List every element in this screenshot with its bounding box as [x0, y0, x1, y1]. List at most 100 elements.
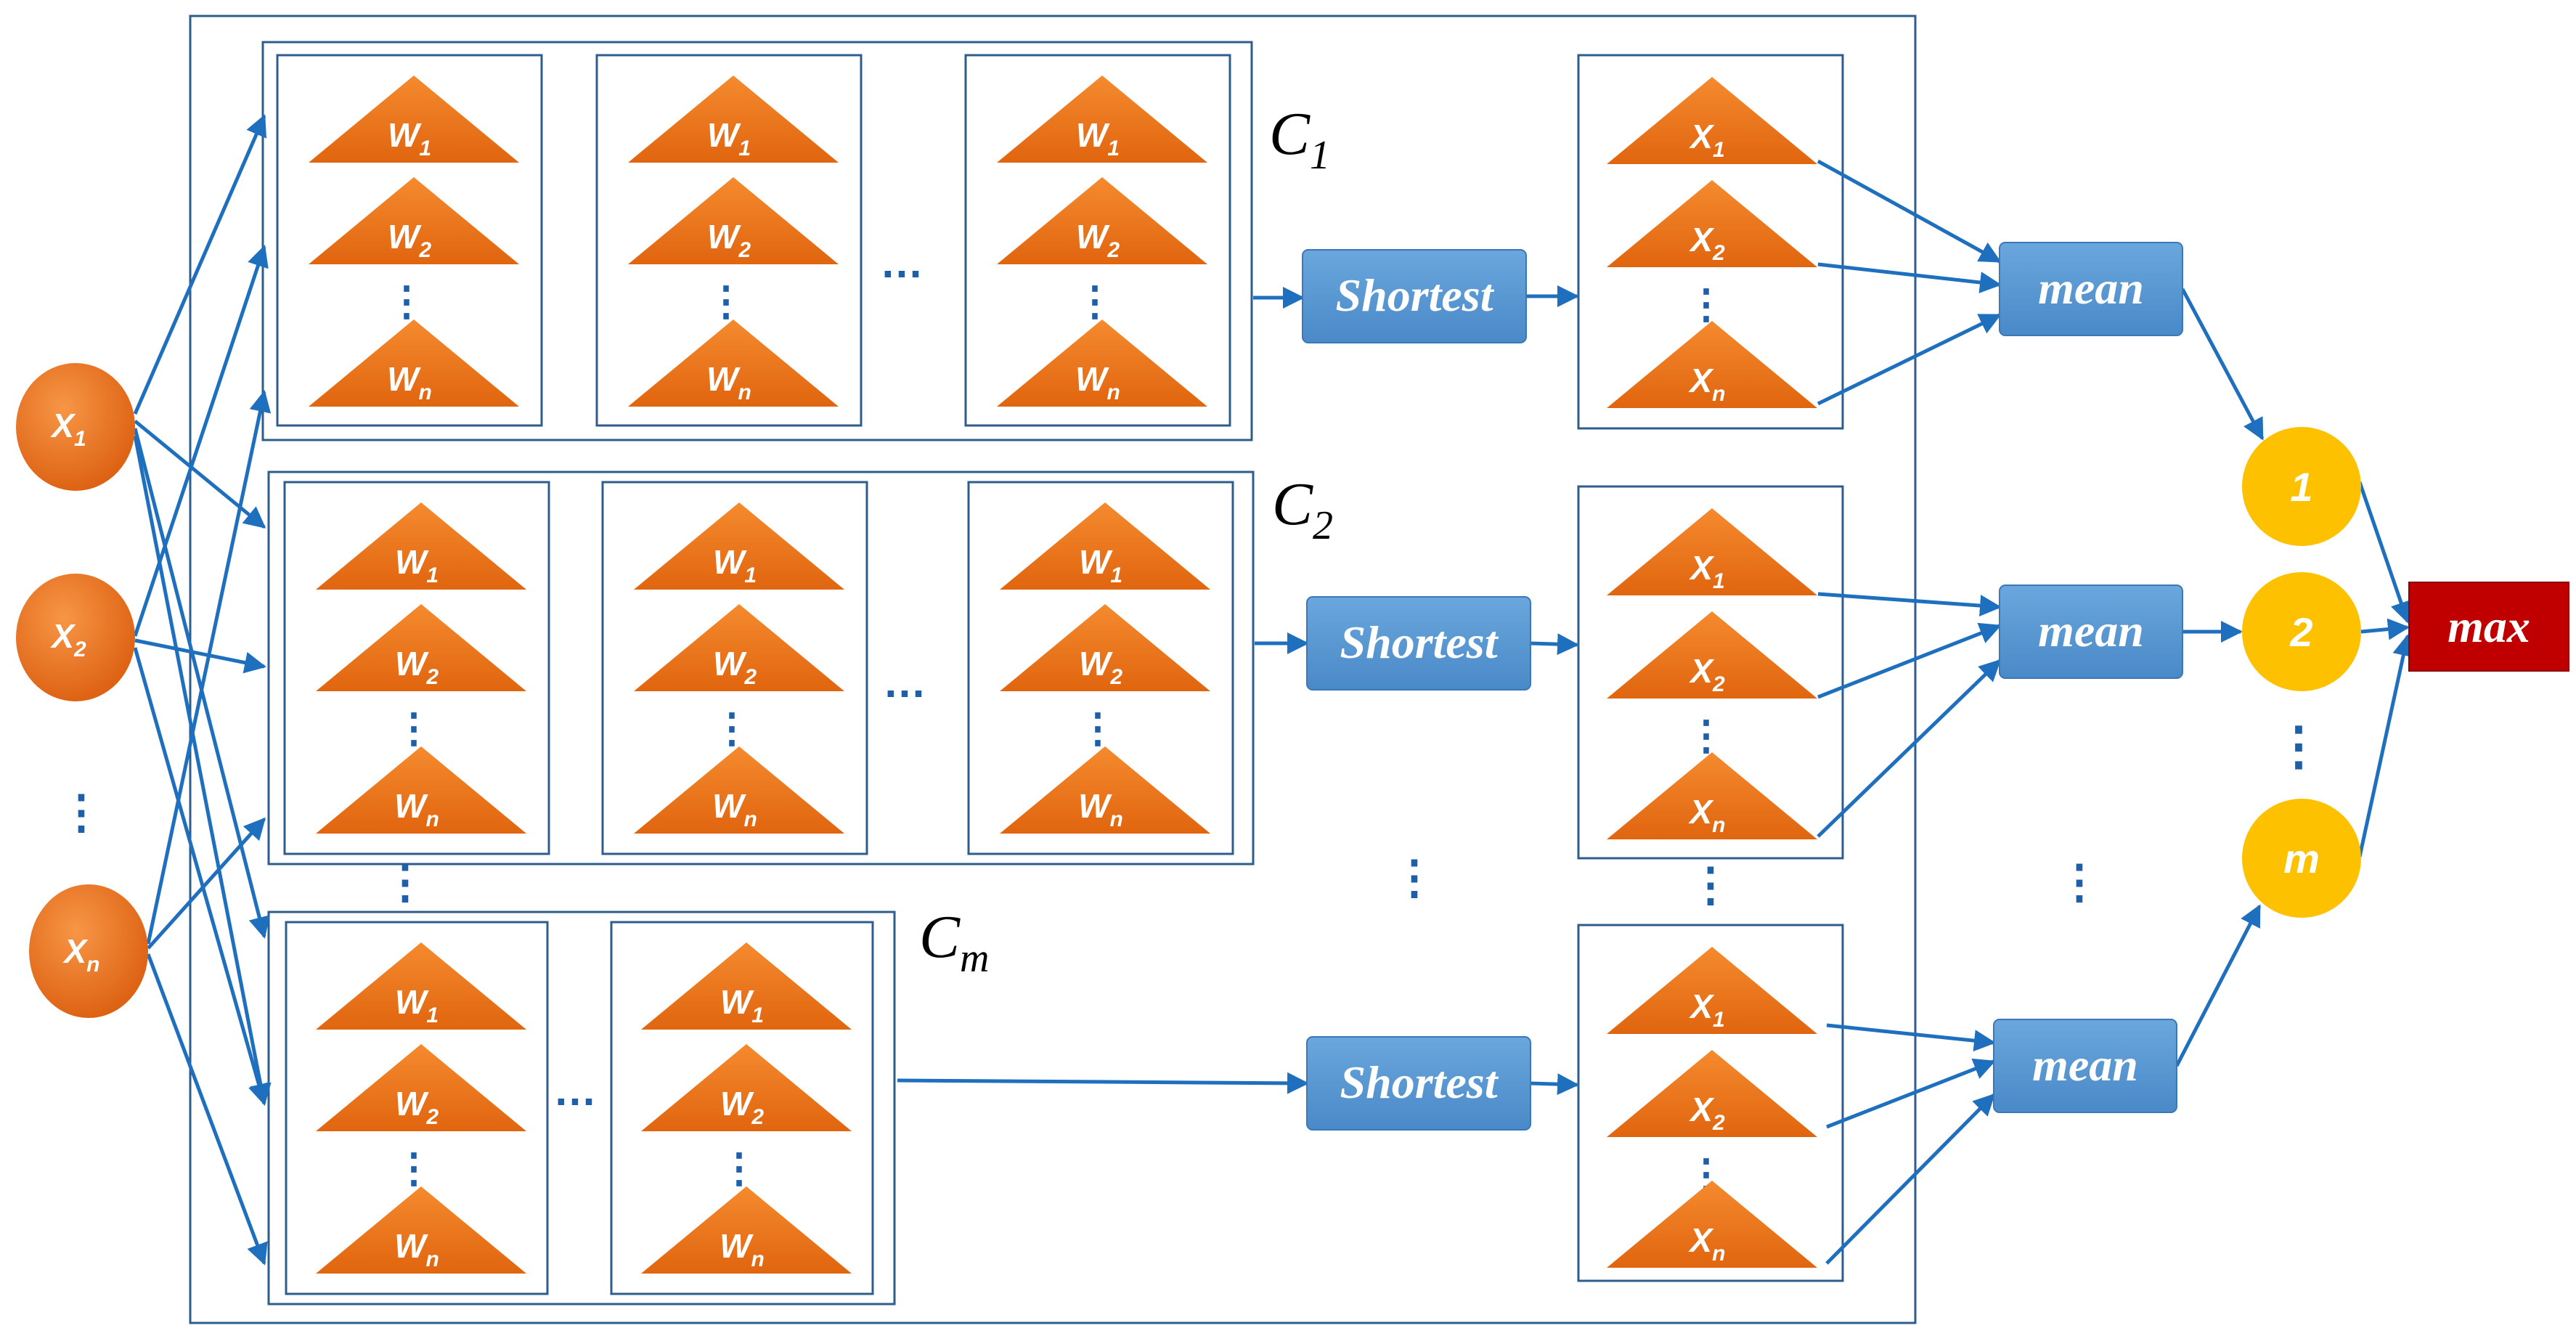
- svg-text:W1: W1: [1079, 543, 1122, 587]
- feature-tree-x1: X1: [1607, 508, 1817, 595]
- panel-ellipsis-c1: …: [880, 238, 924, 287]
- weight-tree-wn: Wn: [641, 1186, 852, 1274]
- svg-text:mean: mean: [2032, 1039, 2138, 1091]
- svg-text:Wn: Wn: [394, 1227, 439, 1271]
- weight-tree-w1: W1: [316, 942, 526, 1030]
- svg-text:max: max: [2447, 600, 2530, 652]
- svg-text:Xn: Xn: [62, 932, 99, 977]
- arrow: [1530, 633, 1579, 656]
- feature-ellipsis: ⋮: [1687, 858, 1734, 911]
- arrow: [133, 428, 270, 939]
- svg-text:X1: X1: [1688, 118, 1724, 162]
- svg-text:Wn: Wn: [720, 1227, 765, 1271]
- result-m: m: [2242, 799, 2361, 918]
- svg-text:W2: W2: [388, 218, 431, 262]
- cluster-frame-c1: [261, 41, 1253, 441]
- weight-tree-wn: Wn: [316, 1186, 526, 1274]
- tree-ellipsis: ⋮: [712, 705, 752, 751]
- svg-text:mean: mean: [2038, 605, 2144, 656]
- svg-text:W1: W1: [720, 983, 764, 1027]
- max-box: max: [2408, 582, 2569, 672]
- weight-tree-w2: W2: [309, 177, 519, 264]
- shortest-box-cm: Shortest: [1306, 1036, 1531, 1131]
- weight-tree-w2: W2: [997, 177, 1207, 264]
- weight-tree-w1: W1: [634, 502, 844, 590]
- panel-ellipsis-cm: …: [553, 1066, 597, 1115]
- arrow: [134, 420, 266, 529]
- svg-text:X2: X2: [1688, 652, 1725, 696]
- arrow: [133, 647, 270, 1106]
- weight-tree-w2: W2: [1000, 604, 1210, 691]
- arrow: [2357, 634, 2414, 858]
- tree-ellipsis: ⋮: [394, 1145, 434, 1191]
- weight-tree-w2: W2: [628, 177, 839, 264]
- arrow: [147, 817, 266, 950]
- weight-tree-w2: W2: [316, 604, 526, 691]
- svg-text:Wn: Wn: [394, 787, 439, 831]
- svg-text:mean: mean: [2038, 262, 2144, 314]
- svg-text:W2: W2: [395, 1085, 439, 1129]
- svg-text:W1: W1: [707, 116, 751, 160]
- mean-ellipsis: ⋮: [2056, 855, 2103, 908]
- cluster-ellipsis: ⋮: [382, 855, 428, 908]
- feature-tree-xn: Xn: [1607, 1181, 1817, 1268]
- cluster-label-cm: Cm: [919, 903, 989, 981]
- arrow: [1817, 659, 2002, 838]
- weight-tree-w1: W1: [309, 76, 519, 163]
- tree-ellipsis: ⋮: [719, 1145, 759, 1191]
- svg-text:Wn: Wn: [1075, 360, 1120, 404]
- weight-tree-wn: Wn: [1000, 746, 1210, 834]
- arrow: [2357, 481, 2412, 624]
- svg-text:W1: W1: [1076, 116, 1120, 160]
- svg-text:W1: W1: [388, 116, 431, 160]
- input-x1: X1: [16, 363, 135, 491]
- tree-ellipsis: ⋮: [1077, 705, 1118, 751]
- arrow: [134, 638, 266, 674]
- tree-ellipsis: ⋮: [706, 278, 746, 324]
- arrow: [1817, 159, 2002, 264]
- weight-tree-w1: W1: [1000, 502, 1210, 590]
- arrow: [1826, 1023, 1996, 1052]
- svg-text:Xn: Xn: [1687, 362, 1725, 406]
- arrow: [897, 1072, 1309, 1094]
- feature-tree-x2: X2: [1607, 611, 1817, 698]
- svg-text:Wn: Wn: [1078, 787, 1123, 831]
- svg-text:W2: W2: [1079, 645, 1122, 689]
- weight-tree-wn: Wn: [997, 319, 1207, 407]
- feature-tree-x2: X2: [1607, 1050, 1817, 1137]
- weight-tree-w1: W1: [997, 76, 1207, 163]
- input-xn: Xn: [29, 884, 148, 1018]
- svg-text:Wn: Wn: [706, 360, 751, 404]
- svg-text:X1: X1: [49, 407, 86, 451]
- feature-tree-xn: Xn: [1607, 321, 1817, 408]
- arrow: [146, 390, 272, 945]
- svg-text:X1: X1: [1688, 987, 1724, 1032]
- weight-tree-w2: W2: [316, 1044, 526, 1131]
- input-x2: X2: [16, 574, 135, 701]
- svg-text:W2: W2: [395, 645, 439, 689]
- svg-text:Wn: Wn: [712, 787, 757, 831]
- weight-tree-wn: Wn: [309, 319, 519, 407]
- mean-box-c2: mean: [1999, 584, 2183, 679]
- connection-arrows: [133, 114, 2414, 1266]
- svg-text:W1: W1: [395, 543, 439, 587]
- arrow: [146, 953, 268, 1266]
- svg-text:X2: X2: [49, 617, 86, 661]
- panel-ellipsis-c2: …: [883, 658, 926, 706]
- shortest-box-c2: Shortest: [1306, 596, 1531, 691]
- svg-text:W2: W2: [707, 218, 751, 262]
- svg-text:1: 1: [2290, 464, 2312, 510]
- feature-tree-ellipsis: ⋮: [1686, 281, 1727, 327]
- arrow: [1825, 1093, 1996, 1265]
- weight-tree-wn: Wn: [316, 746, 526, 834]
- shortest-ellipsis: ⋮: [1391, 851, 1438, 903]
